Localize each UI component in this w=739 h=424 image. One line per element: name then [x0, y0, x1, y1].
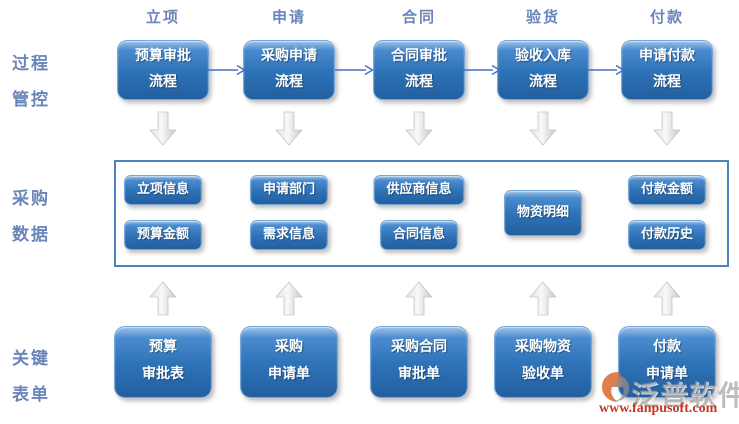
arrow-up-icon: [274, 280, 304, 321]
arrow-up-icon: [652, 280, 682, 321]
process-box-receiving-warehousing: 验收入库 流程: [497, 40, 589, 100]
data-box-payment-history: 付款历史: [627, 220, 707, 250]
data-box-supplier-info: 供应商信息: [373, 175, 465, 205]
phase-header-contract: 合同: [401, 8, 437, 26]
phase-header-inspection: 验货: [525, 8, 561, 26]
watermark-url: www.fanpusoft.com: [599, 401, 718, 416]
process-box-budget-approval: 预算审批 流程: [117, 40, 209, 100]
arrow-up-icon: [404, 280, 434, 321]
phase-header-payment: 付款: [649, 8, 685, 26]
arrow-down-icon: [528, 111, 558, 151]
data-box-material-detail: 物资明细: [503, 190, 583, 236]
form-box-budget-approval-form: 预算 审批表: [114, 326, 212, 398]
arrow-up-icon: [528, 280, 558, 321]
form-box-material-acceptance-form: 采购物资 验收单: [494, 326, 592, 398]
phase-header-initiation: 立项: [145, 8, 181, 26]
watermark-logo-icon: [600, 371, 634, 407]
arrow-down-icon: [148, 111, 178, 151]
flow-arrow-right-icon: [585, 62, 625, 81]
process-box-contract-approval: 合同审批 流程: [373, 40, 465, 100]
row-label-procurement-data: 采购 数据: [12, 189, 50, 245]
procurement-data-panel: 立项信息 预算金额 申请部门 需求信息 供应商信息 合同信息 物资明细 付款金额…: [114, 160, 729, 267]
data-box-contract-info: 合同信息: [379, 220, 459, 250]
data-box-demand-info: 需求信息: [249, 220, 329, 250]
flow-arrow-right-icon: [334, 62, 374, 81]
form-box-contract-approval-form: 采购合同 审批单: [370, 326, 468, 398]
process-box-purchase-request: 采购申请 流程: [243, 40, 335, 100]
arrow-down-icon: [652, 111, 682, 151]
row-label-process-control: 过程 管控: [12, 54, 50, 110]
data-box-payment-amount: 付款金额: [627, 175, 707, 205]
flow-arrow-right-icon: [461, 62, 501, 81]
process-box-payment-request: 申请付款 流程: [621, 40, 713, 100]
row-label-key-forms: 关键 表单: [12, 349, 50, 405]
arrow-up-icon: [148, 280, 178, 321]
phase-header-application: 申请: [271, 8, 307, 26]
data-box-project-info: 立项信息: [123, 175, 203, 205]
data-box-budget-amount: 预算金额: [123, 220, 203, 250]
watermark-brand: 泛普软件: [631, 379, 739, 412]
data-box-request-department: 申请部门: [249, 175, 329, 205]
arrow-down-icon: [274, 111, 304, 151]
flow-arrow-right-icon: [206, 62, 246, 81]
form-box-payment-request-form: 付款 申请单: [618, 326, 716, 398]
form-box-purchase-request-form: 采购 申请单: [240, 326, 338, 398]
arrow-down-icon: [404, 111, 434, 151]
